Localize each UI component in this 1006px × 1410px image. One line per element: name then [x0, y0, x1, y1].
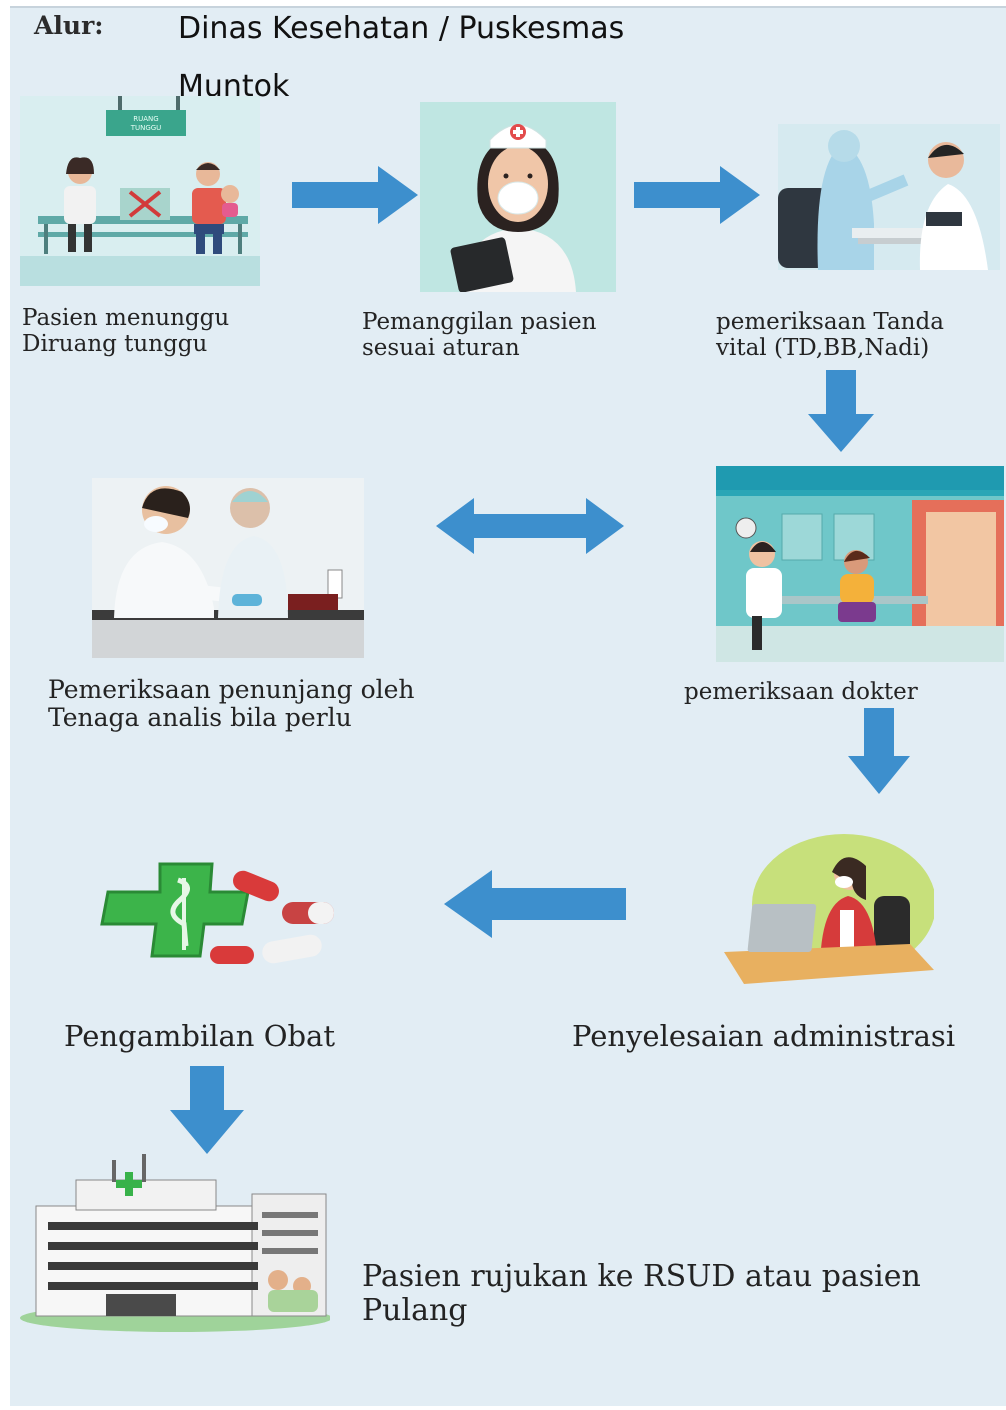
step-medicine-caption: Pengambilan Obat — [64, 1019, 335, 1053]
step-referral-caption: Pasien rujukan ke RSUD atau pasien Pulan… — [362, 1259, 921, 1328]
nurse-illustration — [420, 102, 616, 292]
hospital-illustration — [16, 1150, 330, 1332]
waiting-room-illustration: RUANG TUNGGU — [20, 96, 260, 286]
arrow-right-2 — [634, 166, 760, 224]
step-doctor-caption: pemeriksaan dokter — [684, 679, 918, 705]
admin-desk-illustration — [724, 832, 934, 1000]
sign-line-1: RUANG — [133, 115, 158, 123]
lab-test-illustration — [92, 478, 364, 658]
arrow-down-2 — [848, 708, 910, 794]
arrow-down-3 — [170, 1066, 244, 1154]
step-waiting-caption: Pasien menunggu Diruang tunggu — [22, 305, 230, 357]
doctor-consult-illustration — [716, 466, 1004, 662]
arrow-down-1 — [808, 370, 874, 452]
sign-line-2: TUNGGU — [130, 124, 162, 132]
step-vitals-caption: pemeriksaan Tanda vital (TD,BB,Nadi) — [716, 309, 944, 361]
arrow-bidirectional — [436, 498, 624, 554]
step-calling-caption: Pemanggilan pasien sesuai aturan — [362, 309, 597, 361]
step-lab-caption: Pemeriksaan penunjang oleh Tenaga analis… — [48, 675, 415, 732]
page-title: Dinas Kesehatan / Puskesmas Muntok — [178, 11, 625, 104]
arrow-right-1 — [292, 166, 418, 224]
pharmacy-illustration — [92, 858, 336, 978]
arrow-left-1 — [444, 870, 626, 938]
step-admin-caption: Penyelesaian administrasi — [572, 1019, 956, 1053]
vital-check-illustration — [778, 124, 1000, 270]
flow-label: Alur: — [34, 11, 104, 40]
